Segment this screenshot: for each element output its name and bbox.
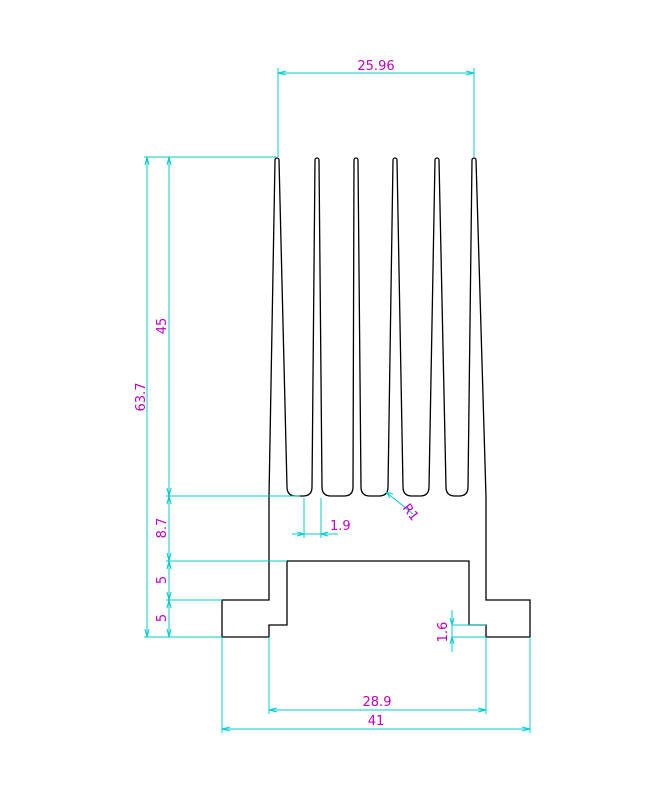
dim-notch-depth: 1.6 <box>436 610 486 652</box>
dim-step-lower: 5 <box>155 599 172 638</box>
dim-total-height-text: 63.7 <box>134 383 149 412</box>
dim-base-height: 8.7 <box>155 495 172 562</box>
dim-fin-gap-text: 1.9 <box>330 519 351 534</box>
dim-inner-width-text: 28.9 <box>363 695 392 710</box>
heatsink-outline <box>221 157 531 638</box>
dim-inner-width: 28.9 <box>268 637 487 714</box>
dim-fillet-radius: R1 <box>385 491 421 524</box>
dim-left-extensions <box>144 156 300 638</box>
dim-fin-gap: 1.9 <box>292 498 351 538</box>
dim-step-upper-text: 5 <box>155 576 170 584</box>
dim-base-height-text: 8.7 <box>155 518 170 539</box>
dim-overall-width-text: 41 <box>368 714 385 729</box>
dim-step-upper: 5 <box>155 560 172 601</box>
dim-notch-depth-text: 1.6 <box>436 622 451 643</box>
dim-fin-height: 45 <box>155 156 172 497</box>
dim-total-height: 63.7 <box>134 156 150 638</box>
dim-overall-width: 41 <box>221 637 531 733</box>
dim-step-lower-text: 5 <box>155 614 170 622</box>
dim-fin-span: 25.96 <box>277 59 475 157</box>
dim-fin-span-text: 25.96 <box>357 59 394 74</box>
dim-fin-height-text: 45 <box>155 318 170 335</box>
